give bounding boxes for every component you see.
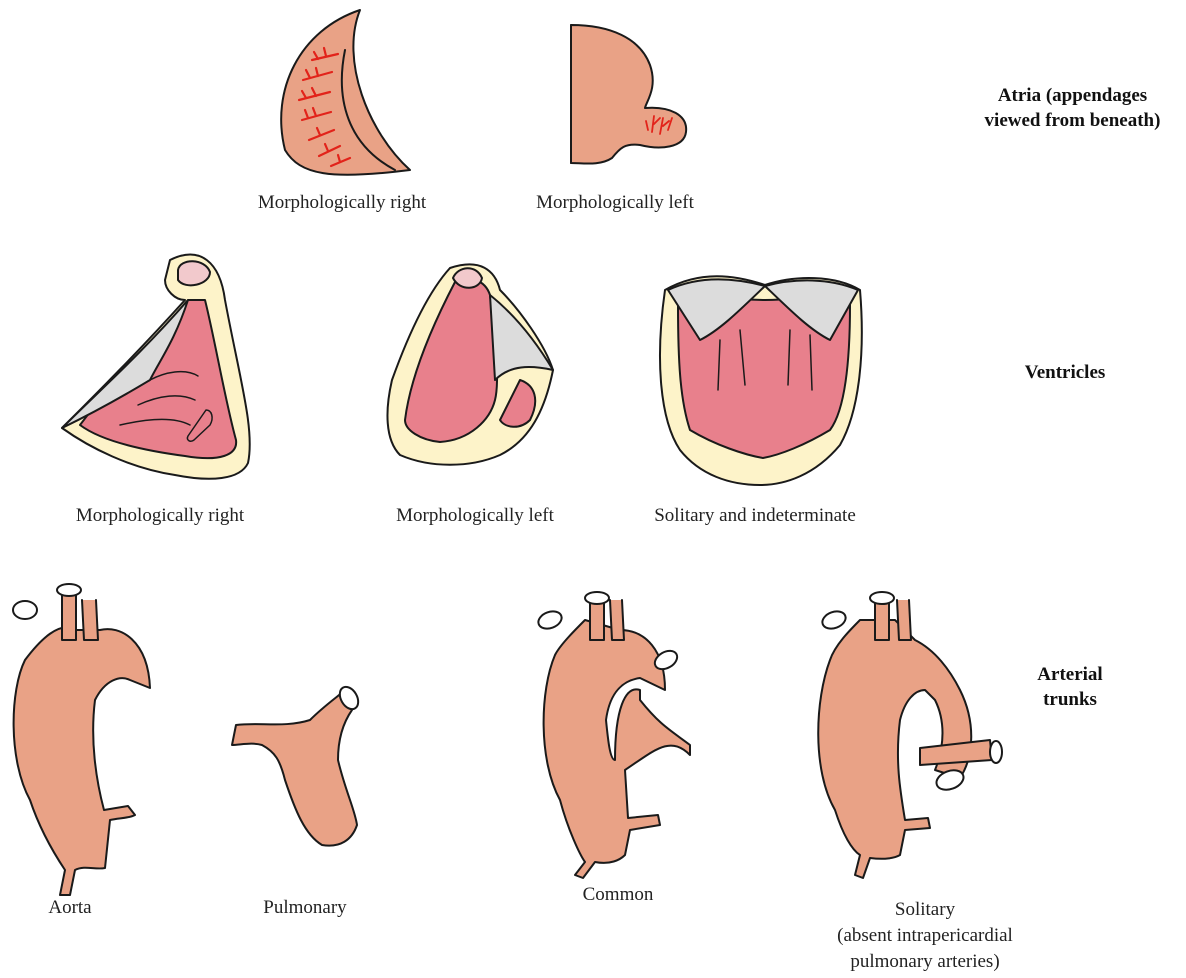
right-atrial-appendage: [281, 10, 410, 175]
left-ventricle: [387, 264, 553, 464]
caption-solitary-trunk: Solitary (absent intrapericardial pulmon…: [805, 897, 1045, 975]
caption-line: pulmonary arteries): [805, 949, 1045, 975]
caption-right-ventricle: Morphologically right: [35, 505, 285, 527]
aorta: [13, 584, 150, 895]
row-label-line: Arterial: [1010, 662, 1130, 687]
caption-solitary-ventricle: Solitary and indeterminate: [620, 505, 890, 527]
row-label-ventricles: Ventricles: [1000, 360, 1130, 385]
pulmonary-trunk: [232, 684, 362, 846]
caption-line: Solitary: [805, 897, 1045, 923]
caption-right-atrium: Morphologically right: [222, 192, 462, 214]
common-trunk: [536, 592, 690, 878]
right-ventricle: [62, 255, 250, 479]
caption-common: Common: [558, 884, 678, 906]
solitary-ventricle: [660, 276, 862, 485]
row-label-line: Ventricles: [1000, 360, 1130, 385]
caption-left-ventricle: Morphologically left: [355, 505, 595, 527]
caption-line: (absent intrapericardial: [805, 923, 1045, 949]
row-label-atria: Atria (appendages viewed from beneath): [965, 83, 1180, 133]
row-label-line: Atria (appendages: [965, 83, 1180, 108]
row-label-arterial-trunks: Arterial trunks: [1010, 662, 1130, 712]
caption-aorta: Aorta: [25, 897, 115, 919]
caption-pulmonary: Pulmonary: [235, 897, 375, 919]
solitary-trunk: [818, 592, 1002, 878]
row-label-line: viewed from beneath): [965, 108, 1180, 133]
left-atrial-appendage: [571, 25, 686, 164]
caption-left-atrium: Morphologically left: [490, 192, 740, 214]
row-label-line: trunks: [1010, 687, 1130, 712]
